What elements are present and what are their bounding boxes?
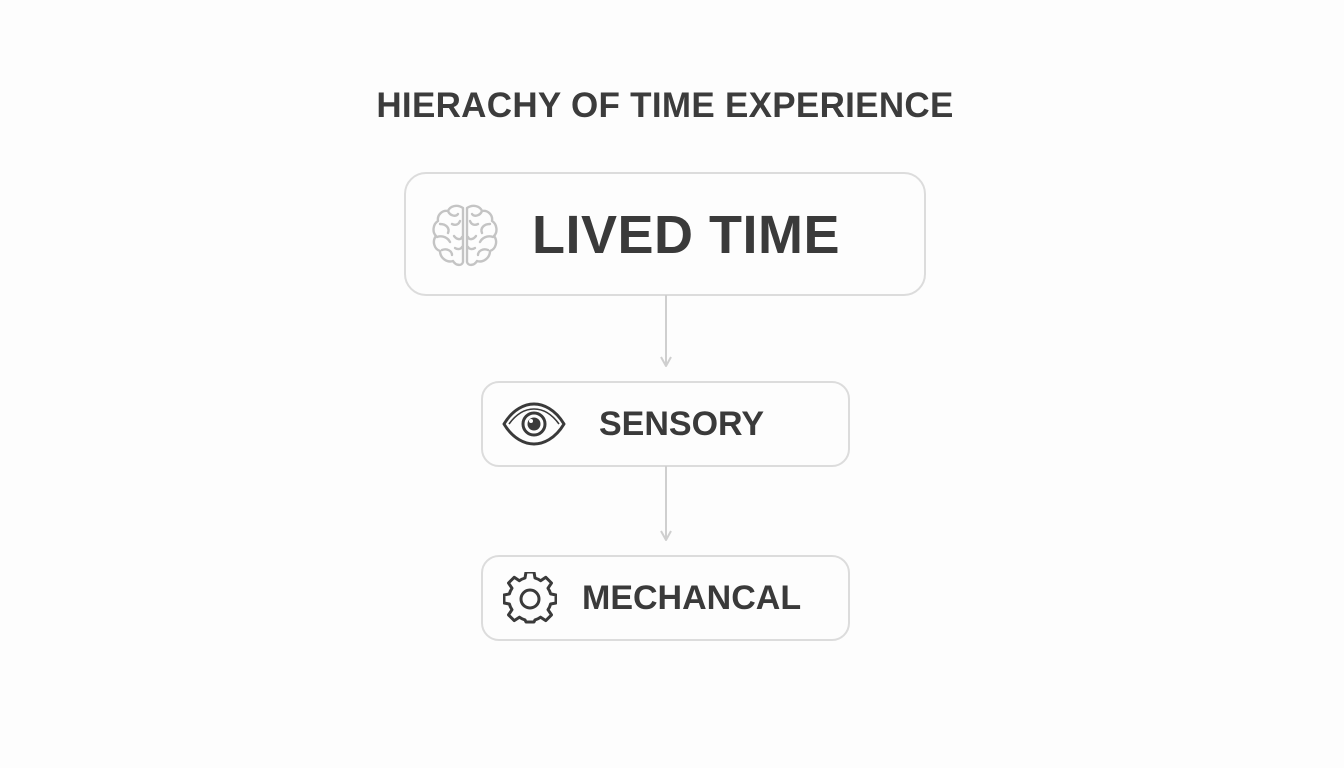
node-sensory: SENSORY: [481, 381, 850, 467]
arrow-connector: [660, 295, 672, 367]
node-mechancal: MECHANCAL: [481, 555, 850, 641]
arrow-connector: [660, 466, 672, 541]
eye-icon: [502, 402, 566, 446]
gear-icon: [503, 572, 557, 624]
node-lived-time: LIVED TIME: [404, 172, 926, 296]
diagram-title: HIERACHY OF TIME EXPERIENCE: [376, 86, 954, 125]
brain-icon: [432, 204, 498, 267]
node-label-sensory: SENSORY: [599, 405, 765, 443]
node-label-mechancal: MECHANCAL: [582, 579, 802, 617]
node-label-lived-time: LIVED TIME: [532, 205, 841, 265]
